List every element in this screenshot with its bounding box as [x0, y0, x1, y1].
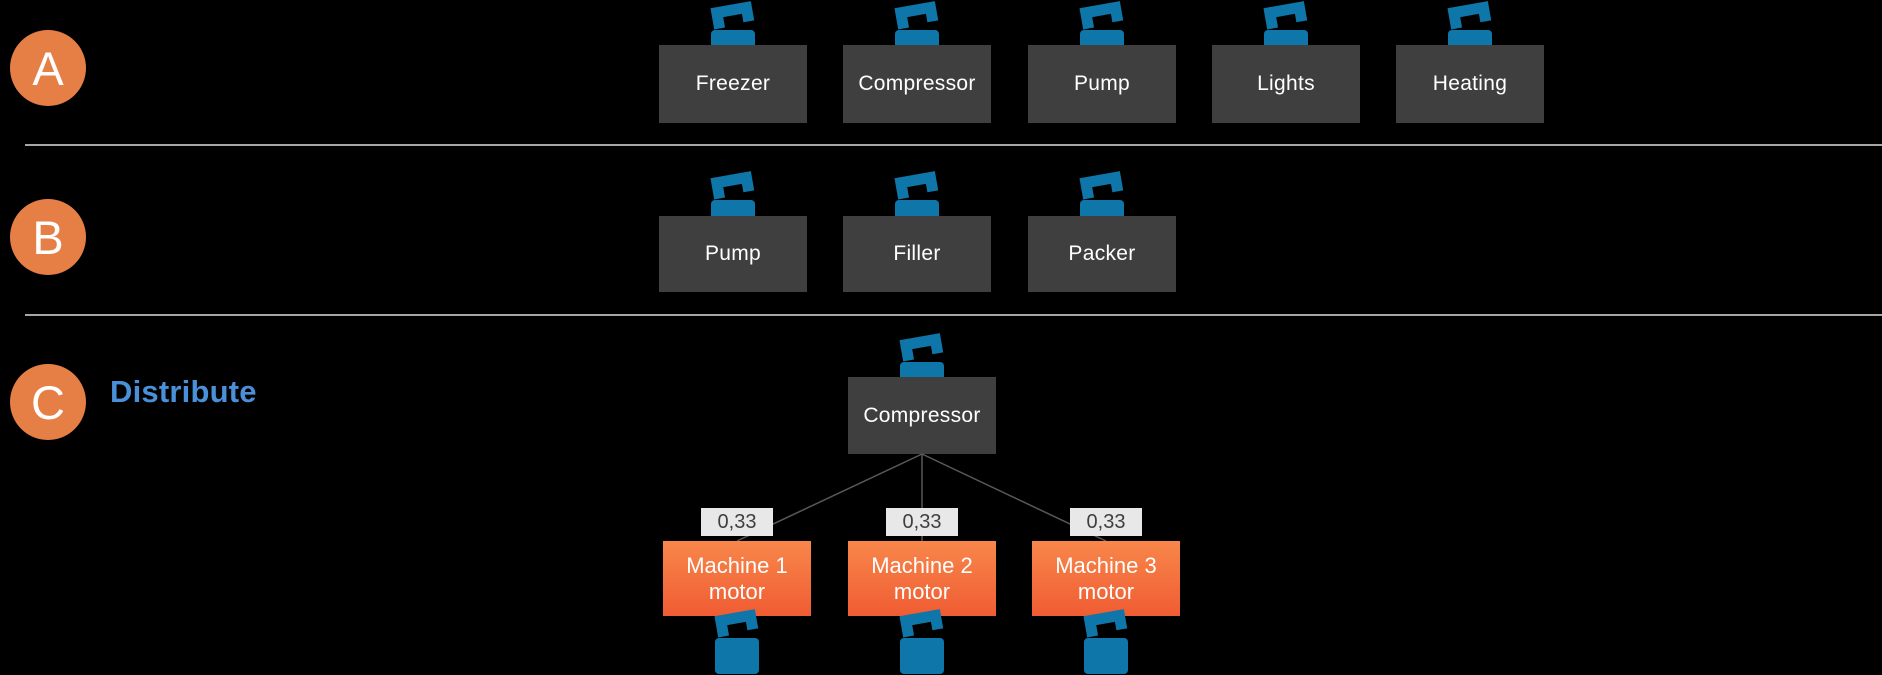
machine-name: Machine 3: [1055, 552, 1157, 578]
edge-weight-label: 0,33: [886, 508, 958, 536]
node-freezer: Freezer: [659, 45, 807, 123]
node-packer: Packer: [1028, 216, 1176, 292]
row-badge-b: B: [10, 199, 86, 275]
node-lights: Lights: [1212, 45, 1360, 123]
node-filler: Filler: [843, 216, 991, 292]
node-pump: Pump: [659, 216, 807, 292]
machine-sub: motor: [893, 578, 951, 604]
node-pump: Pump: [1028, 45, 1176, 123]
row-divider: [25, 144, 1882, 146]
row-badge-c: C: [10, 364, 86, 440]
machine-name: Machine 1: [686, 552, 788, 578]
row-c-heading: Distribute: [110, 374, 257, 409]
edge-weight-label: 0,33: [701, 508, 773, 536]
node-compressor-root: Compressor: [848, 377, 996, 454]
machine-2-motor-node: Machine 2 motor: [848, 541, 996, 616]
machine-1-motor-node: Machine 1 motor: [663, 541, 811, 616]
node-heating: Heating: [1396, 45, 1544, 123]
row-divider: [25, 314, 1882, 316]
machine-3-motor-node: Machine 3 motor: [1032, 541, 1180, 616]
machine-sub: motor: [708, 578, 766, 604]
machine-name: Machine 2: [871, 552, 973, 578]
machine-sub: motor: [1077, 578, 1135, 604]
node-compressor: Compressor: [843, 45, 991, 123]
edge-weight-label: 0,33: [1070, 508, 1142, 536]
row-badge-a: A: [10, 30, 86, 106]
